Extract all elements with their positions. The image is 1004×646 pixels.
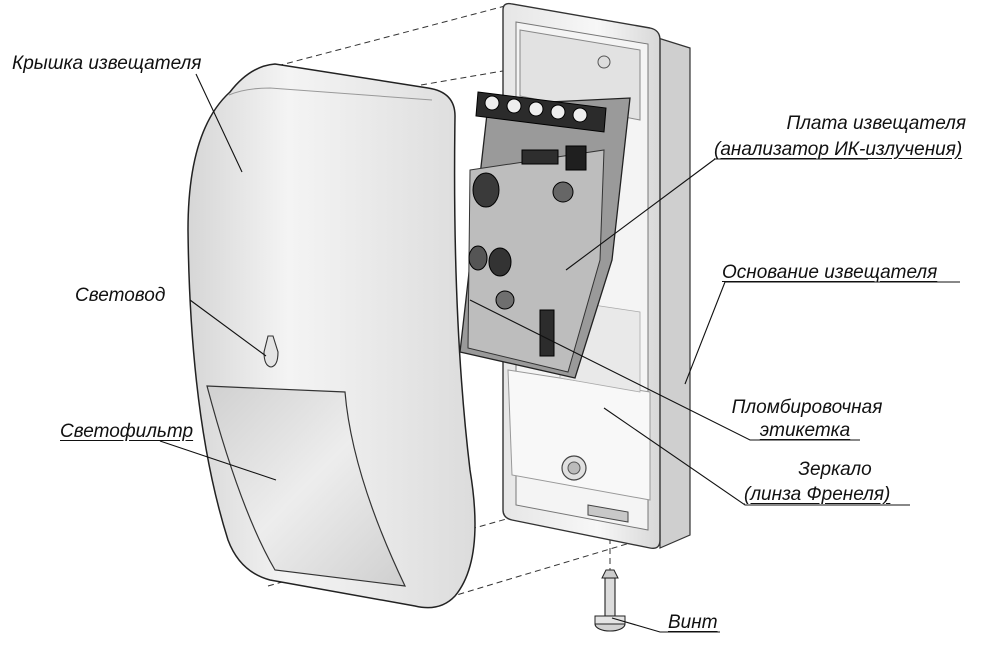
label-base-text: Основание извещателя: [722, 262, 938, 283]
detector-cover: [187, 63, 476, 609]
label-seal-line2-text: этикетка: [759, 420, 851, 441]
label-screw: Винт: [668, 612, 718, 634]
label-screw-text: Винт: [668, 612, 718, 633]
label-light-filter-text: Светофильтр: [60, 421, 194, 442]
leader-light-guide: [189, 299, 267, 357]
label-board-line2-text: (анализатор ИК-излучения): [714, 139, 963, 160]
detector-board: [459, 91, 631, 379]
screw: [594, 569, 626, 632]
label-board-line2: (анализатор ИК-излучения): [714, 139, 962, 161]
label-base: Основание извещателя: [722, 262, 937, 284]
leader-cover: [195, 73, 243, 173]
leader-screw: [611, 617, 720, 633]
label-cover: Крышка извещателя: [12, 53, 202, 74]
label-board-line1: Плата извещателя: [786, 113, 966, 134]
leader-lines: [159, 73, 960, 633]
label-mirror-line2-text: (линза Френеля): [744, 484, 891, 505]
label-mirror-line1: Зеркало: [798, 459, 872, 480]
leader-base: [684, 281, 960, 385]
leader-mirror: [603, 407, 910, 506]
label-light-filter: Светофильтр: [60, 421, 193, 443]
label-seal-line2: этикетка: [746, 420, 864, 442]
label-seal-line1: Пломбировочная: [731, 397, 883, 418]
terminal-block: [475, 91, 607, 133]
label-mirror-line2: (линза Френеля): [744, 484, 890, 506]
leader-board: [565, 158, 868, 271]
label-light-guide: Световод: [75, 285, 166, 306]
light-guide: [263, 335, 279, 368]
leader-light-filter: [159, 440, 277, 481]
leader-seal: [469, 299, 860, 441]
